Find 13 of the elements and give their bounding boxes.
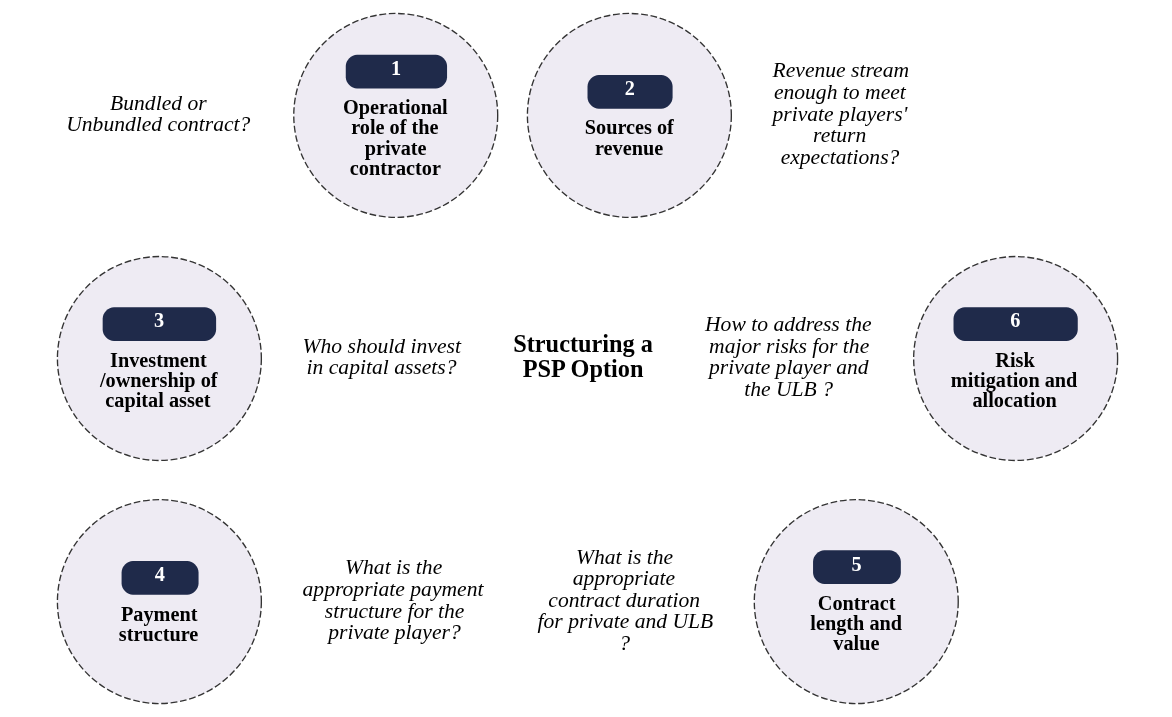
- node-circle: 3 Investment /ownership of capital asset: [56, 255, 262, 462]
- node-circle: 5 Contract length and value: [753, 498, 959, 705]
- node-label: How to address the major risks for the private player and the ULB ?: [704, 312, 872, 402]
- node-label: Revenue stream enough to meet private players' return expectations?: [772, 58, 909, 169]
- node-label: Bundled or Unbundled contract?: [65, 90, 250, 137]
- node-circle: 4 Payment structure: [56, 498, 262, 705]
- node-circle: 2 Sources of revenue: [526, 12, 732, 219]
- node-circle: 1 Operational role of the private contractor: [292, 12, 498, 219]
- node-circle: 6 Risk mitigation and allocation: [912, 255, 1118, 462]
- node-label: What is the appropriate payment structure for the private player?: [302, 555, 483, 645]
- node-label: What is the appropriate contract duration for private and ULB ?: [537, 544, 713, 655]
- node-label: Who should invest in capital assets?: [302, 333, 461, 380]
- label: Structuring a PSP Option: [512, 330, 653, 382]
